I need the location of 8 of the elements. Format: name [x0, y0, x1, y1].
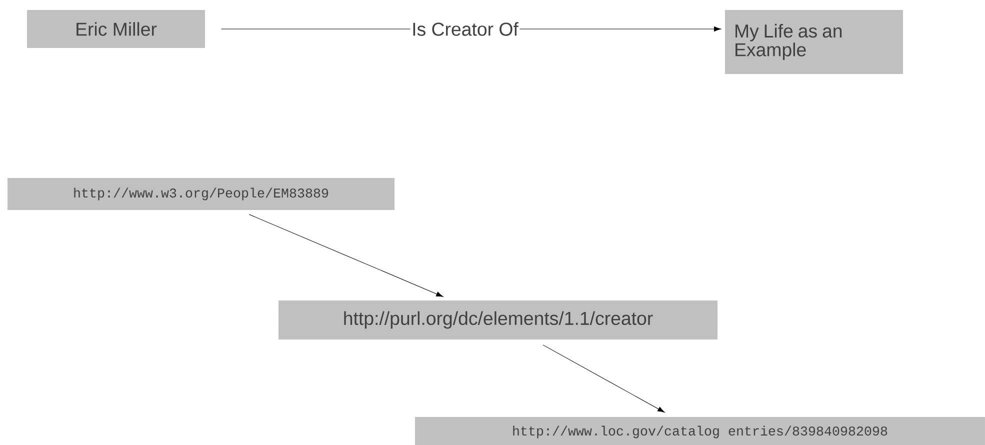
arrow: [248, 214, 444, 297]
text-box: http://www.loc.gov/catalog entries/839840982098: [415, 417, 985, 445]
text-box: http://purl.org/dc/elements/1.1/creator: [278, 300, 718, 340]
arrow: [542, 344, 665, 413]
text-box: My Life as an Example: [725, 10, 903, 74]
edge-label: Is Creator Of: [410, 20, 520, 38]
text-box: http://www.w3.org/People/EM83889: [8, 178, 394, 210]
text-box: Eric Miller: [27, 10, 205, 48]
